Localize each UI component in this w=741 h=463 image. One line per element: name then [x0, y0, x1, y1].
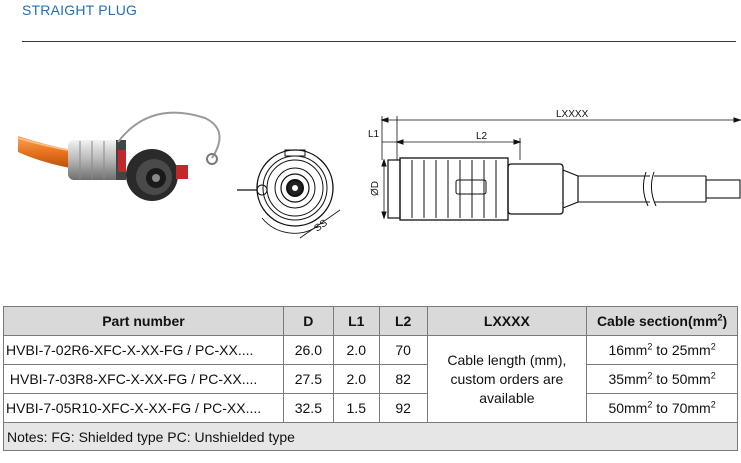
cell-part-number: HVBI-7-05R10-XFC-X-XX-FG / PC-XX.... [3, 393, 284, 423]
title-divider [22, 41, 736, 42]
table-row: HVBI-7-03R8-XFC-X-XX-FG / PC-XX.... 27.5… [3, 364, 738, 394]
connector-illustration: SS [17, 109, 741, 239]
col-header-l2: L2 [378, 306, 428, 336]
cell-cable-section: 35mm2 to 50mm2 [586, 364, 738, 394]
cell-l2: 92 [378, 393, 428, 423]
cell-l1: 2.0 [332, 335, 380, 365]
col-header-l1: L1 [332, 306, 380, 336]
dim-l1-label: L1 [368, 129, 380, 140]
col-header-part-number: Part number [3, 306, 284, 336]
cell-cable-section: 16mm2 to 25mm2 [586, 335, 738, 365]
cell-lxxxx-note: Cable length (mm), custom orders are ava… [426, 335, 588, 423]
table-row: HVBI-7-02R6-XFC-X-XX-FG / PC-XX.... 26.0… [3, 335, 738, 423]
page-title: STRAIGHT PLUG [22, 2, 138, 18]
table-row: HVBI-7-05R10-XFC-X-XX-FG / PC-XX.... 32.… [3, 393, 738, 423]
cell-d: 27.5 [282, 364, 334, 394]
cell-l2: 70 [378, 335, 428, 365]
connector-photo [17, 111, 221, 201]
cell-l1: 1.5 [332, 393, 380, 423]
cell-part-number: HVBI-7-03R8-XFC-X-XX-FG / PC-XX.... [3, 364, 284, 394]
dim-l2-label: L2 [476, 131, 488, 142]
col-header-lxxxx: LXXXX [426, 306, 588, 336]
dim-lxxxx-label: LXXXX [556, 109, 589, 120]
cell-l1: 2.0 [332, 364, 380, 394]
col-header-d: D [282, 306, 334, 336]
dim-d-label: ØD [370, 181, 381, 196]
cell-cable-section: 50mm2 to 70mm2 [586, 393, 738, 423]
connector-front-view [237, 149, 341, 239]
cell-part-number: HVBI-7-02R6-XFC-X-XX-FG / PC-XX.... [3, 335, 284, 365]
cell-l2: 82 [378, 364, 428, 394]
cell-d: 26.0 [282, 335, 334, 365]
col-header-cable-section: Cable section(mm2) [586, 306, 738, 336]
connector-side-drawing [380, 116, 741, 221]
cell-d: 32.5 [282, 393, 334, 423]
notes-row: Notes: FG: Shielded type PC: Unshielded … [3, 422, 738, 451]
spec-table: Part number D L1 L2 LXXXX Cable section(… [3, 306, 738, 451]
table-header-row: Part number D L1 L2 LXXXX Cable section(… [3, 306, 738, 336]
table-notes: Notes: FG: Shielded type PC: Unshielded … [3, 422, 738, 451]
